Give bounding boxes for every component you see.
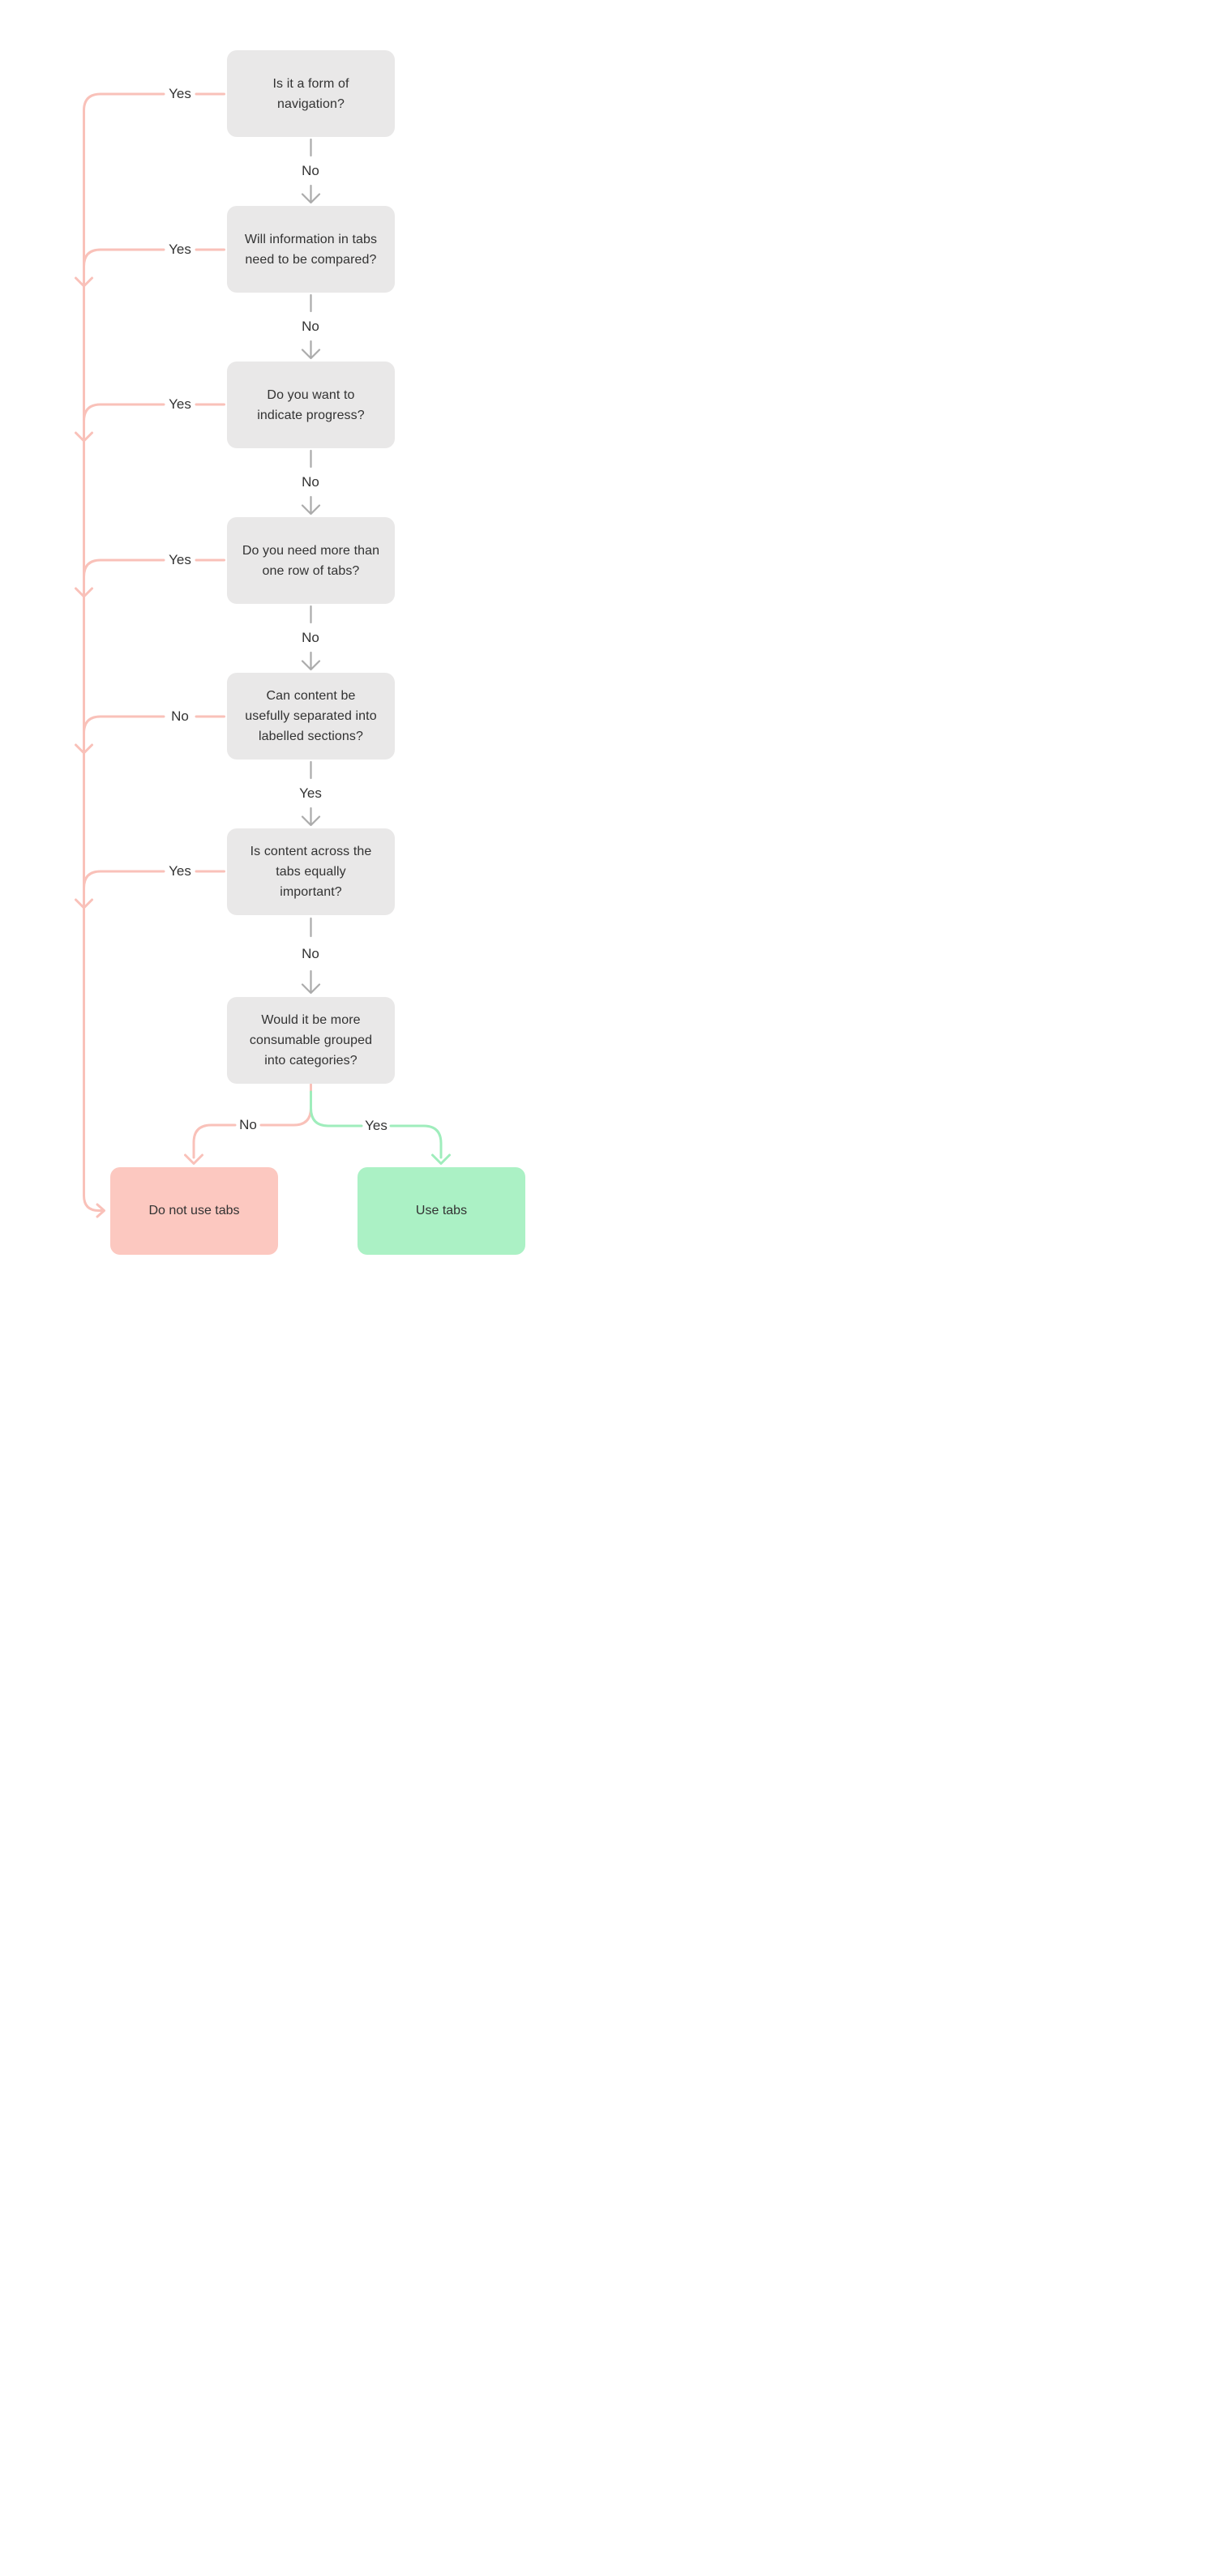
- node-outcome-do-not-use-tabs: Do not use tabs: [110, 1167, 278, 1255]
- no-path-pink: [75, 92, 312, 1218]
- node-outcome-use-tabs: Use tabs: [358, 1167, 525, 1255]
- edge-label-q6-left: Yes: [169, 863, 191, 879]
- edge-label-q4-down: No: [302, 630, 319, 645]
- edge-label-q1-down: No: [302, 163, 319, 178]
- down-connectors-gray: [301, 138, 321, 995]
- node-question-importance: Is content across the tabs equally impor…: [227, 828, 395, 915]
- flowchart-connectors: [75, 92, 451, 1218]
- node-question-multirow: Do you need more than one row of tabs?: [227, 517, 395, 604]
- edge-label-q5-left: No: [171, 708, 189, 724]
- edge-label-q3-left: Yes: [169, 396, 191, 412]
- node-question-categories: Would it be more consumable grouped into…: [227, 997, 395, 1084]
- edge-label-q3-down: No: [302, 474, 319, 490]
- node-question-compare: Will information in tabs need to be comp…: [227, 206, 395, 293]
- tab-usage-decision-flowchart: Is it a form of navigation? Will informa…: [0, 0, 608, 1288]
- yes-path-green: [310, 1090, 451, 1165]
- node-question-progress: Do you want to indicate progress?: [227, 362, 395, 448]
- edge-label-q2-left: Yes: [169, 242, 191, 257]
- edge-label-q1-left: Yes: [169, 86, 191, 101]
- edge-label-split-no: No: [239, 1117, 257, 1132]
- edge-label-q4-left: Yes: [169, 552, 191, 567]
- edge-label-split-yes: Yes: [365, 1118, 387, 1133]
- edge-label-q2-down: No: [302, 319, 319, 334]
- edge-label-q5-down: Yes: [299, 785, 322, 801]
- node-question-navigation: Is it a form of navigation?: [227, 50, 395, 137]
- edge-label-q6-down: No: [302, 946, 319, 961]
- node-question-sections: Can content be usefully separated into l…: [227, 673, 395, 760]
